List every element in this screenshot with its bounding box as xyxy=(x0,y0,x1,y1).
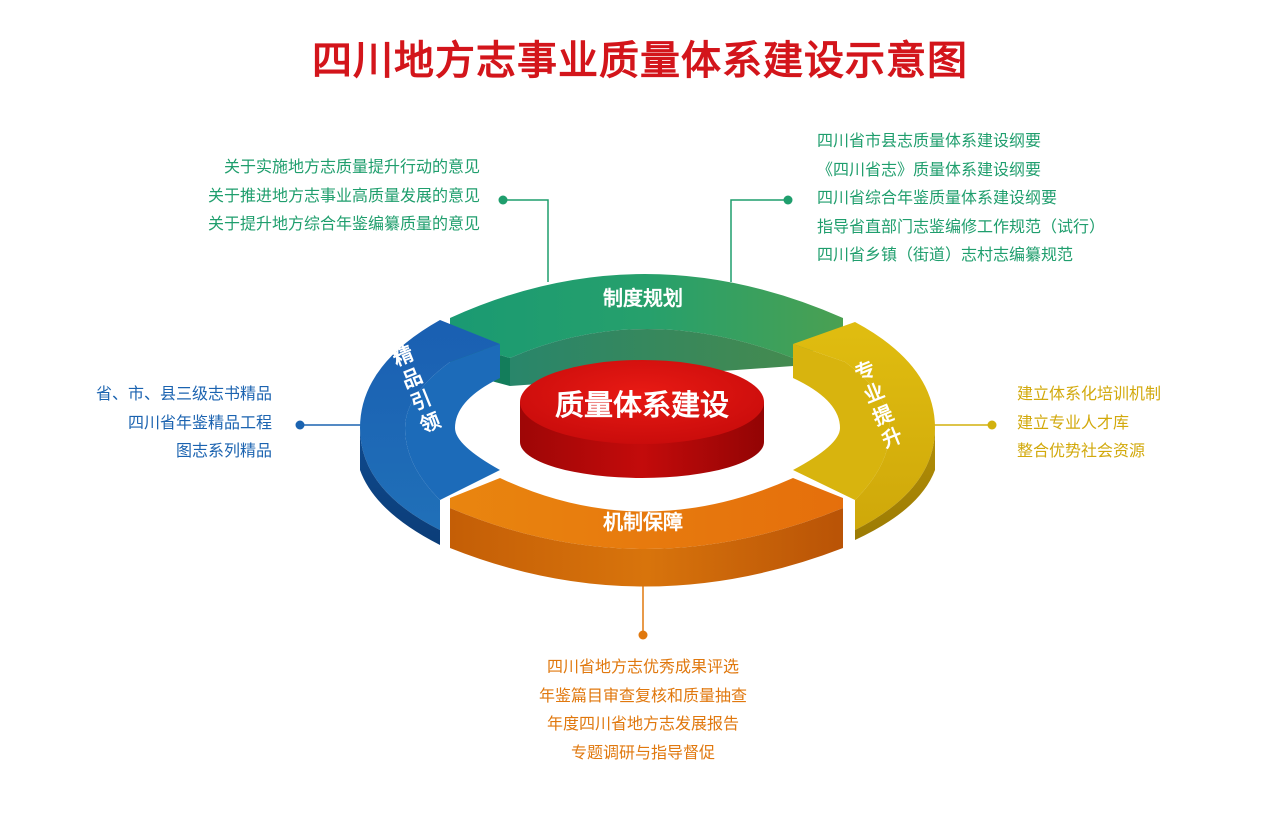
list-left: 省、市、县三级志书精品 四川省年鉴精品工程 图志系列精品 xyxy=(96,380,272,466)
list-item: 整合优势社会资源 xyxy=(1017,441,1146,460)
diagram-title: 四川地方志事业质量体系建设示意图 xyxy=(312,37,968,84)
connector-top-right xyxy=(730,199,788,282)
connector-dot-bottom xyxy=(638,630,648,640)
list-item: 《四川省志》质量体系建设纲要 xyxy=(817,159,1042,179)
connector-dot-top-right xyxy=(783,195,793,205)
list-top-left: 关于实施地方志质量提升行动的意见 关于推进地方志事业高质量发展的意见 关于提升地… xyxy=(208,153,480,239)
list-right: 建立体系化培训机制 建立专业人才库 整合优势社会资源 xyxy=(1017,380,1161,466)
list-item: 年度四川省地方志发展报告 xyxy=(546,714,739,733)
list-item: 关于推进地方志事业高质量发展的意见 xyxy=(207,185,480,205)
list-item: 四川省年鉴精品工程 xyxy=(127,412,272,432)
segment-label-top: 制度规划 xyxy=(603,286,683,310)
list-item: 指导省直部门志鉴编修工作规范（试行） xyxy=(817,216,1106,236)
list-bottom: 四川省地方志优秀成果评选 年鉴篇目审查复核和质量抽查 年度四川省地方志发展报告 … xyxy=(443,653,843,767)
connector-top-left xyxy=(503,199,549,282)
list-item: 关于提升地方综合年鉴编纂质量的意见 xyxy=(207,214,480,233)
segment-bottom xyxy=(450,478,843,587)
center-label: 质量体系建设 xyxy=(554,388,729,422)
list-item: 图志系列精品 xyxy=(175,441,272,460)
list-item: 四川省市县志质量体系建设纲要 xyxy=(817,131,1042,150)
segment-left xyxy=(360,320,500,545)
list-item: 省、市、县三级志书精品 xyxy=(95,384,272,403)
connector-dot-left xyxy=(295,420,305,430)
center-cylinder xyxy=(520,360,764,478)
connector-dot-top-left xyxy=(498,195,508,205)
list-item: 建立专业人才库 xyxy=(1017,412,1130,432)
segment-right xyxy=(793,322,935,540)
segment-label-bottom: 机制保障 xyxy=(603,510,683,534)
list-item: 建立体系化培训机制 xyxy=(1017,384,1162,403)
list-item: 四川省综合年鉴质量体系建设纲要 xyxy=(817,188,1058,207)
connector-dot-right xyxy=(987,420,997,430)
list-item: 专题调研与指导督促 xyxy=(570,742,715,762)
list-item: 四川省乡镇（街道）志村志编纂规范 xyxy=(817,245,1074,264)
list-top-right: 四川省市县志质量体系建设纲要 《四川省志》质量体系建设纲要 四川省综合年鉴质量体… xyxy=(817,127,1105,270)
list-item: 关于实施地方志质量提升行动的意见 xyxy=(223,157,480,176)
list-item: 四川省地方志优秀成果评选 xyxy=(546,657,739,676)
list-item: 年鉴篇目审查复核和质量抽查 xyxy=(538,685,747,705)
